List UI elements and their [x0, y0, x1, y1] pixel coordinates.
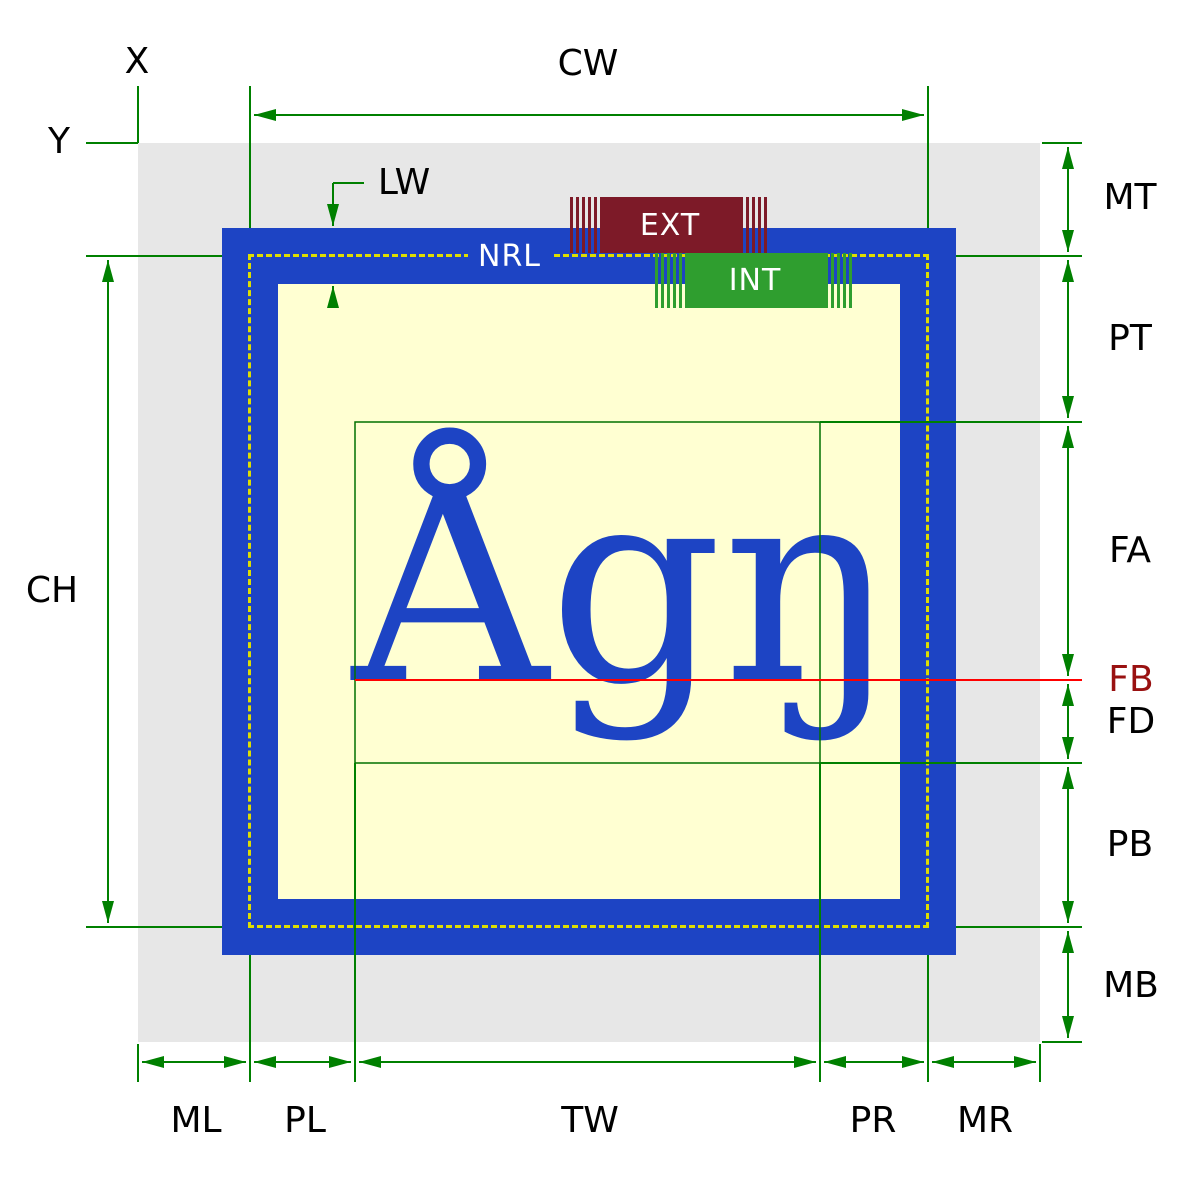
dim-label-fd: FD	[1106, 701, 1156, 742]
border-box	[222, 228, 956, 955]
extension-lines	[86, 86, 1082, 1082]
dim-label-pb: PB	[1106, 824, 1154, 865]
int-hatch-left	[655, 253, 685, 308]
int-overlay: INT	[655, 253, 855, 308]
text-area-box	[354, 421, 821, 764]
int-hatch-right	[825, 253, 855, 308]
dim-label-fb: FB	[1108, 659, 1154, 700]
ext-hatch-left	[570, 197, 600, 253]
dim-label-ch: CH	[25, 570, 79, 611]
dim-label-pl: PL	[284, 1100, 326, 1141]
dim-label-mb: MB	[1103, 965, 1159, 1006]
ext-hatch-right	[740, 197, 770, 253]
lw-arrows	[327, 182, 364, 308]
dimension-arrows	[102, 109, 1074, 1068]
glyph-sample-text: Ågŋ	[348, 425, 898, 745]
int-label: INT	[685, 253, 825, 308]
dim-label-mr: MR	[956, 1100, 1014, 1141]
dim-label-fa: FA	[1108, 530, 1152, 571]
nrl-label: NRL	[468, 238, 551, 276]
dim-label-pr: PR	[849, 1100, 897, 1141]
dim-label-pt: PT	[1108, 318, 1152, 359]
dim-label-tw: TW	[561, 1100, 619, 1141]
ext-label: EXT	[600, 197, 740, 253]
padding-box	[278, 284, 900, 899]
cell-dashed-outline	[248, 254, 929, 928]
dim-label-x: X	[124, 41, 150, 82]
dim-label-ml: ML	[170, 1100, 222, 1141]
dim-label-lw: LW	[377, 162, 431, 203]
dim-label-mt: MT	[1103, 177, 1157, 218]
dim-label-cw: CW	[557, 43, 619, 84]
ext-overlay: EXT	[570, 197, 770, 253]
dim-label-y: Y	[48, 121, 70, 162]
